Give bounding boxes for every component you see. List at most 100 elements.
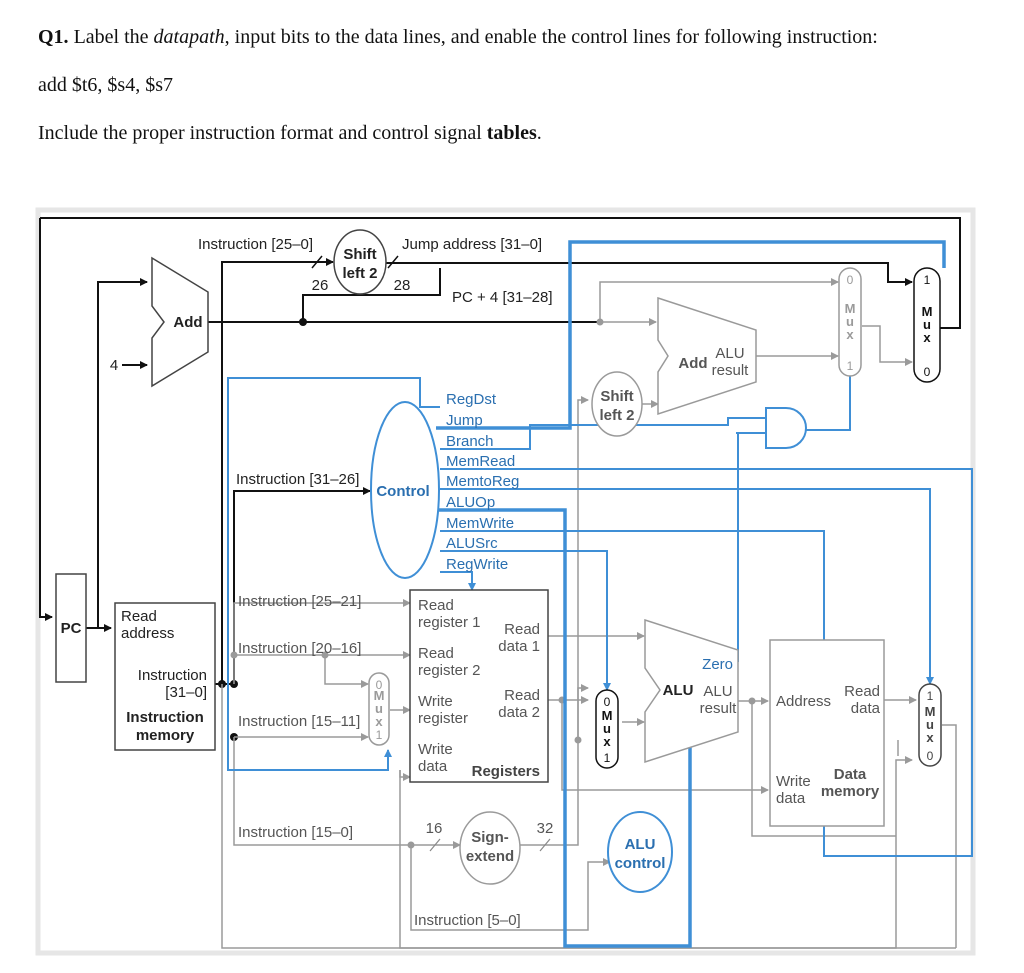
imem-read-address-2: address [121, 625, 174, 642]
control-signal-branch: Branch [446, 433, 494, 450]
label-instr-31-26: Instruction [31–26] [236, 471, 359, 488]
dmem-address: Address [776, 693, 831, 710]
reg-wd-2: data [418, 758, 448, 775]
question-line-3: Include the proper instruction format an… [38, 122, 542, 145]
question-line3-bold: tables [486, 122, 537, 144]
control-signal-memwrite: MemWrite [446, 515, 514, 532]
control-signal-alusrc: ALUSrc [446, 535, 498, 552]
mux-jump-bottom-input: 0 [924, 365, 931, 379]
question-line-1: Q1. Label the datapath, input bits to th… [38, 26, 878, 49]
constant-four: 4 [110, 357, 118, 374]
shift-jump-in-bits: 26 [312, 277, 329, 294]
mux-regdst-letter: x [375, 714, 383, 729]
shift-jump-l2: left 2 [342, 265, 377, 282]
imem-title-1: Instruction [126, 709, 204, 726]
reg-wr-2: register [418, 710, 468, 727]
mux-jump-letter: M [922, 304, 933, 319]
sign-extend-l1: Sign- [471, 829, 509, 846]
label-pc4: PC + 4 [31–28] [452, 289, 553, 306]
reg-wr-1: Write [418, 693, 453, 710]
dmem-write-2: data [776, 790, 806, 807]
mux-alusrc-letter: x [603, 734, 611, 749]
control-signal-regwrite: RegWrite [446, 556, 508, 573]
mux-alusrc-letter: M [602, 708, 613, 723]
reg-wd-1: Write [418, 741, 453, 758]
reg-rr1-2: register 1 [418, 614, 481, 631]
main-alu: ALU Zero ALU result [644, 618, 739, 764]
mux-memtoreg-letter: x [926, 730, 934, 745]
sign-extend-out-bits: 32 [537, 820, 554, 837]
imem-read-address-1: Read [121, 608, 157, 625]
question-italic-word: datapath [153, 26, 225, 48]
reg-rd1-1: Read [504, 621, 540, 638]
mux-alusrc-bottom-input: 1 [604, 751, 611, 765]
branch-adder-alu: ALU [715, 345, 744, 362]
mux-jump-select-letter: M [845, 301, 856, 316]
alu-result-1: ALU [703, 683, 732, 700]
branch-adder-result: result [712, 362, 750, 379]
control-signal-jump: Jump [446, 412, 483, 429]
reg-rd2-1: Read [504, 687, 540, 704]
control-title: Control [376, 483, 429, 500]
shift-branch-l2: left 2 [599, 407, 634, 424]
reg-rd2-2: data 2 [498, 704, 540, 721]
label-jump-address: Jump address [31–0] [402, 236, 542, 253]
alu-result-2: result [700, 700, 738, 717]
branch-adder-label: Add [678, 355, 707, 372]
mux-jump-select-top-input: 0 [847, 273, 854, 287]
shift-branch-l1: Shift [600, 388, 633, 405]
dmem-write-1: Write [776, 773, 811, 790]
control-signal-aluop: ALUOp [446, 494, 495, 511]
reg-rr1-1: Read [418, 597, 454, 614]
label-instr-15-11: Instruction [15–11] [238, 713, 360, 730]
pc-label: PC [61, 620, 82, 637]
control-signal-memread: MemRead [446, 453, 515, 470]
mux-regdst-letter: u [375, 701, 383, 716]
label-instr-5-0: Instruction [5–0] [414, 912, 521, 929]
alu-control-l1: ALU [625, 836, 656, 853]
mux-jump-select-letter: x [846, 327, 854, 342]
wire-labels: Instruction [25–0] Jump address [31–0] P… [198, 236, 553, 929]
alu-name: ALU [663, 682, 694, 699]
label-instr-25-21: Instruction [25–21] [238, 593, 361, 610]
mux-memtoreg-letter: M [925, 704, 936, 719]
mux-jump-select-letter: u [846, 314, 854, 329]
instruction-memory: Read address Instruction [31–0] Instruct… [114, 602, 216, 751]
reg-rr2-1: Read [418, 645, 454, 662]
control-unit: Control [370, 401, 440, 579]
question-line3-prefix: Include the proper instruction format an… [38, 122, 482, 144]
mux-regdst-top-input: 0 [376, 678, 383, 692]
control-signal-regdst: RegDst [446, 391, 497, 408]
imem-instruction-2: [31–0] [165, 684, 207, 701]
alu-control-l2: control [615, 855, 666, 872]
dmem-read-2: data [851, 700, 881, 717]
mux-jump-letter: u [923, 317, 931, 332]
mux-jump-select-bottom-input: 1 [847, 359, 854, 373]
mux-memtoreg-letter: u [926, 717, 934, 732]
alu-zero: Zero [702, 656, 733, 673]
mux-jump-letter: x [923, 330, 931, 345]
dmem-title-2: memory [821, 783, 880, 800]
mux-alusrc-letter: u [603, 721, 611, 736]
reg-title: Registers [472, 763, 540, 780]
mux-regdst-bottom-input: 1 [376, 728, 383, 742]
question-instruction: add $t6, $s4, $s7 [38, 74, 173, 96]
question-line3-suffix: . [536, 122, 542, 144]
label-instr-25-0: Instruction [25–0] [198, 236, 313, 253]
dmem-title-1: Data [834, 766, 867, 783]
mux-alusrc-top-input: 0 [604, 695, 611, 709]
reg-rd1-2: data 1 [498, 638, 540, 655]
shift-jump-l1: Shift [343, 246, 376, 263]
mux-memtoreg-bottom-input: 0 [927, 749, 934, 763]
label-instr-20-16: Instruction [20–16] [238, 640, 361, 657]
pc-adder-label: Add [173, 314, 202, 331]
pc-register: PC [55, 573, 87, 683]
sign-extend-in-bits: 16 [426, 820, 443, 837]
shift-jump-out-bits: 28 [394, 277, 411, 294]
question-intro: Label the [73, 26, 149, 48]
gray-wires [221, 278, 957, 949]
